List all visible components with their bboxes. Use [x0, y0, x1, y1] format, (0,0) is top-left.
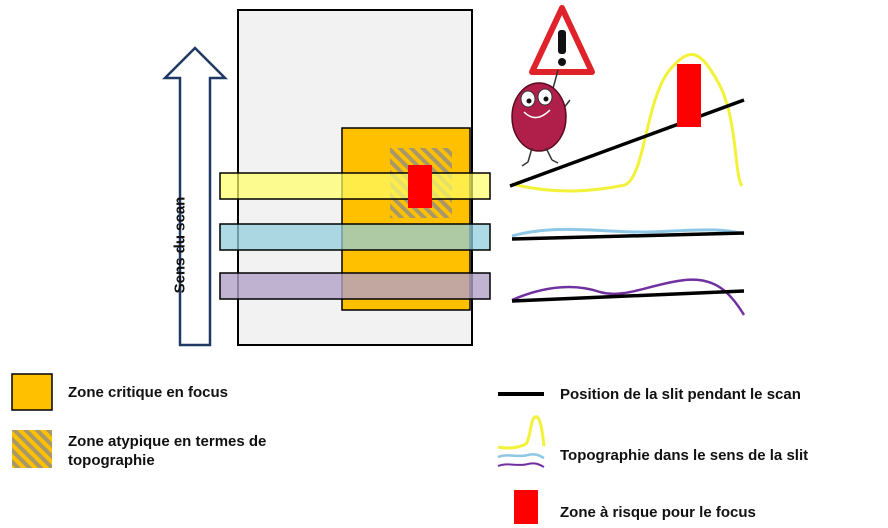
- topography-curve-yellow: [511, 53, 744, 193]
- bug-mascot-icon: [511, 69, 571, 167]
- legend-atypical-label: Zone atypique en termes de topographie: [68, 433, 267, 469]
- slit-band-yellow: [219, 172, 491, 200]
- slit-band-blue: [219, 223, 491, 251]
- legend-slit-label: Position de la slit pendant le scan: [560, 386, 801, 403]
- slit-line-bottom: [511, 289, 745, 303]
- legend-topography-icon: [497, 415, 546, 468]
- scan-direction-arrow-icon: [161, 46, 229, 347]
- legend-critical-swatch: [11, 373, 53, 411]
- warning-sign-icon: [529, 5, 595, 75]
- legend-atypical-swatch: [12, 430, 52, 468]
- slit-line-middle: [511, 231, 745, 241]
- topography-curve-blue: [511, 227, 745, 238]
- legend-critical-label: Zone critique en focus: [68, 384, 229, 401]
- slit-line-top: [509, 98, 745, 188]
- legend-risk-label: Zone à risque pour le focus: [560, 504, 756, 521]
- topography-curve-purple: [511, 278, 746, 316]
- legend-risk-swatch: [514, 490, 538, 524]
- legend-topography-label: Topographie dans le sens de la slit: [560, 447, 809, 464]
- scan-direction-label: Sens du scan: [171, 196, 189, 294]
- risk-zone-marker: [408, 165, 432, 208]
- risk-zone-profile: [677, 64, 701, 127]
- slit-band-purple: [219, 272, 491, 300]
